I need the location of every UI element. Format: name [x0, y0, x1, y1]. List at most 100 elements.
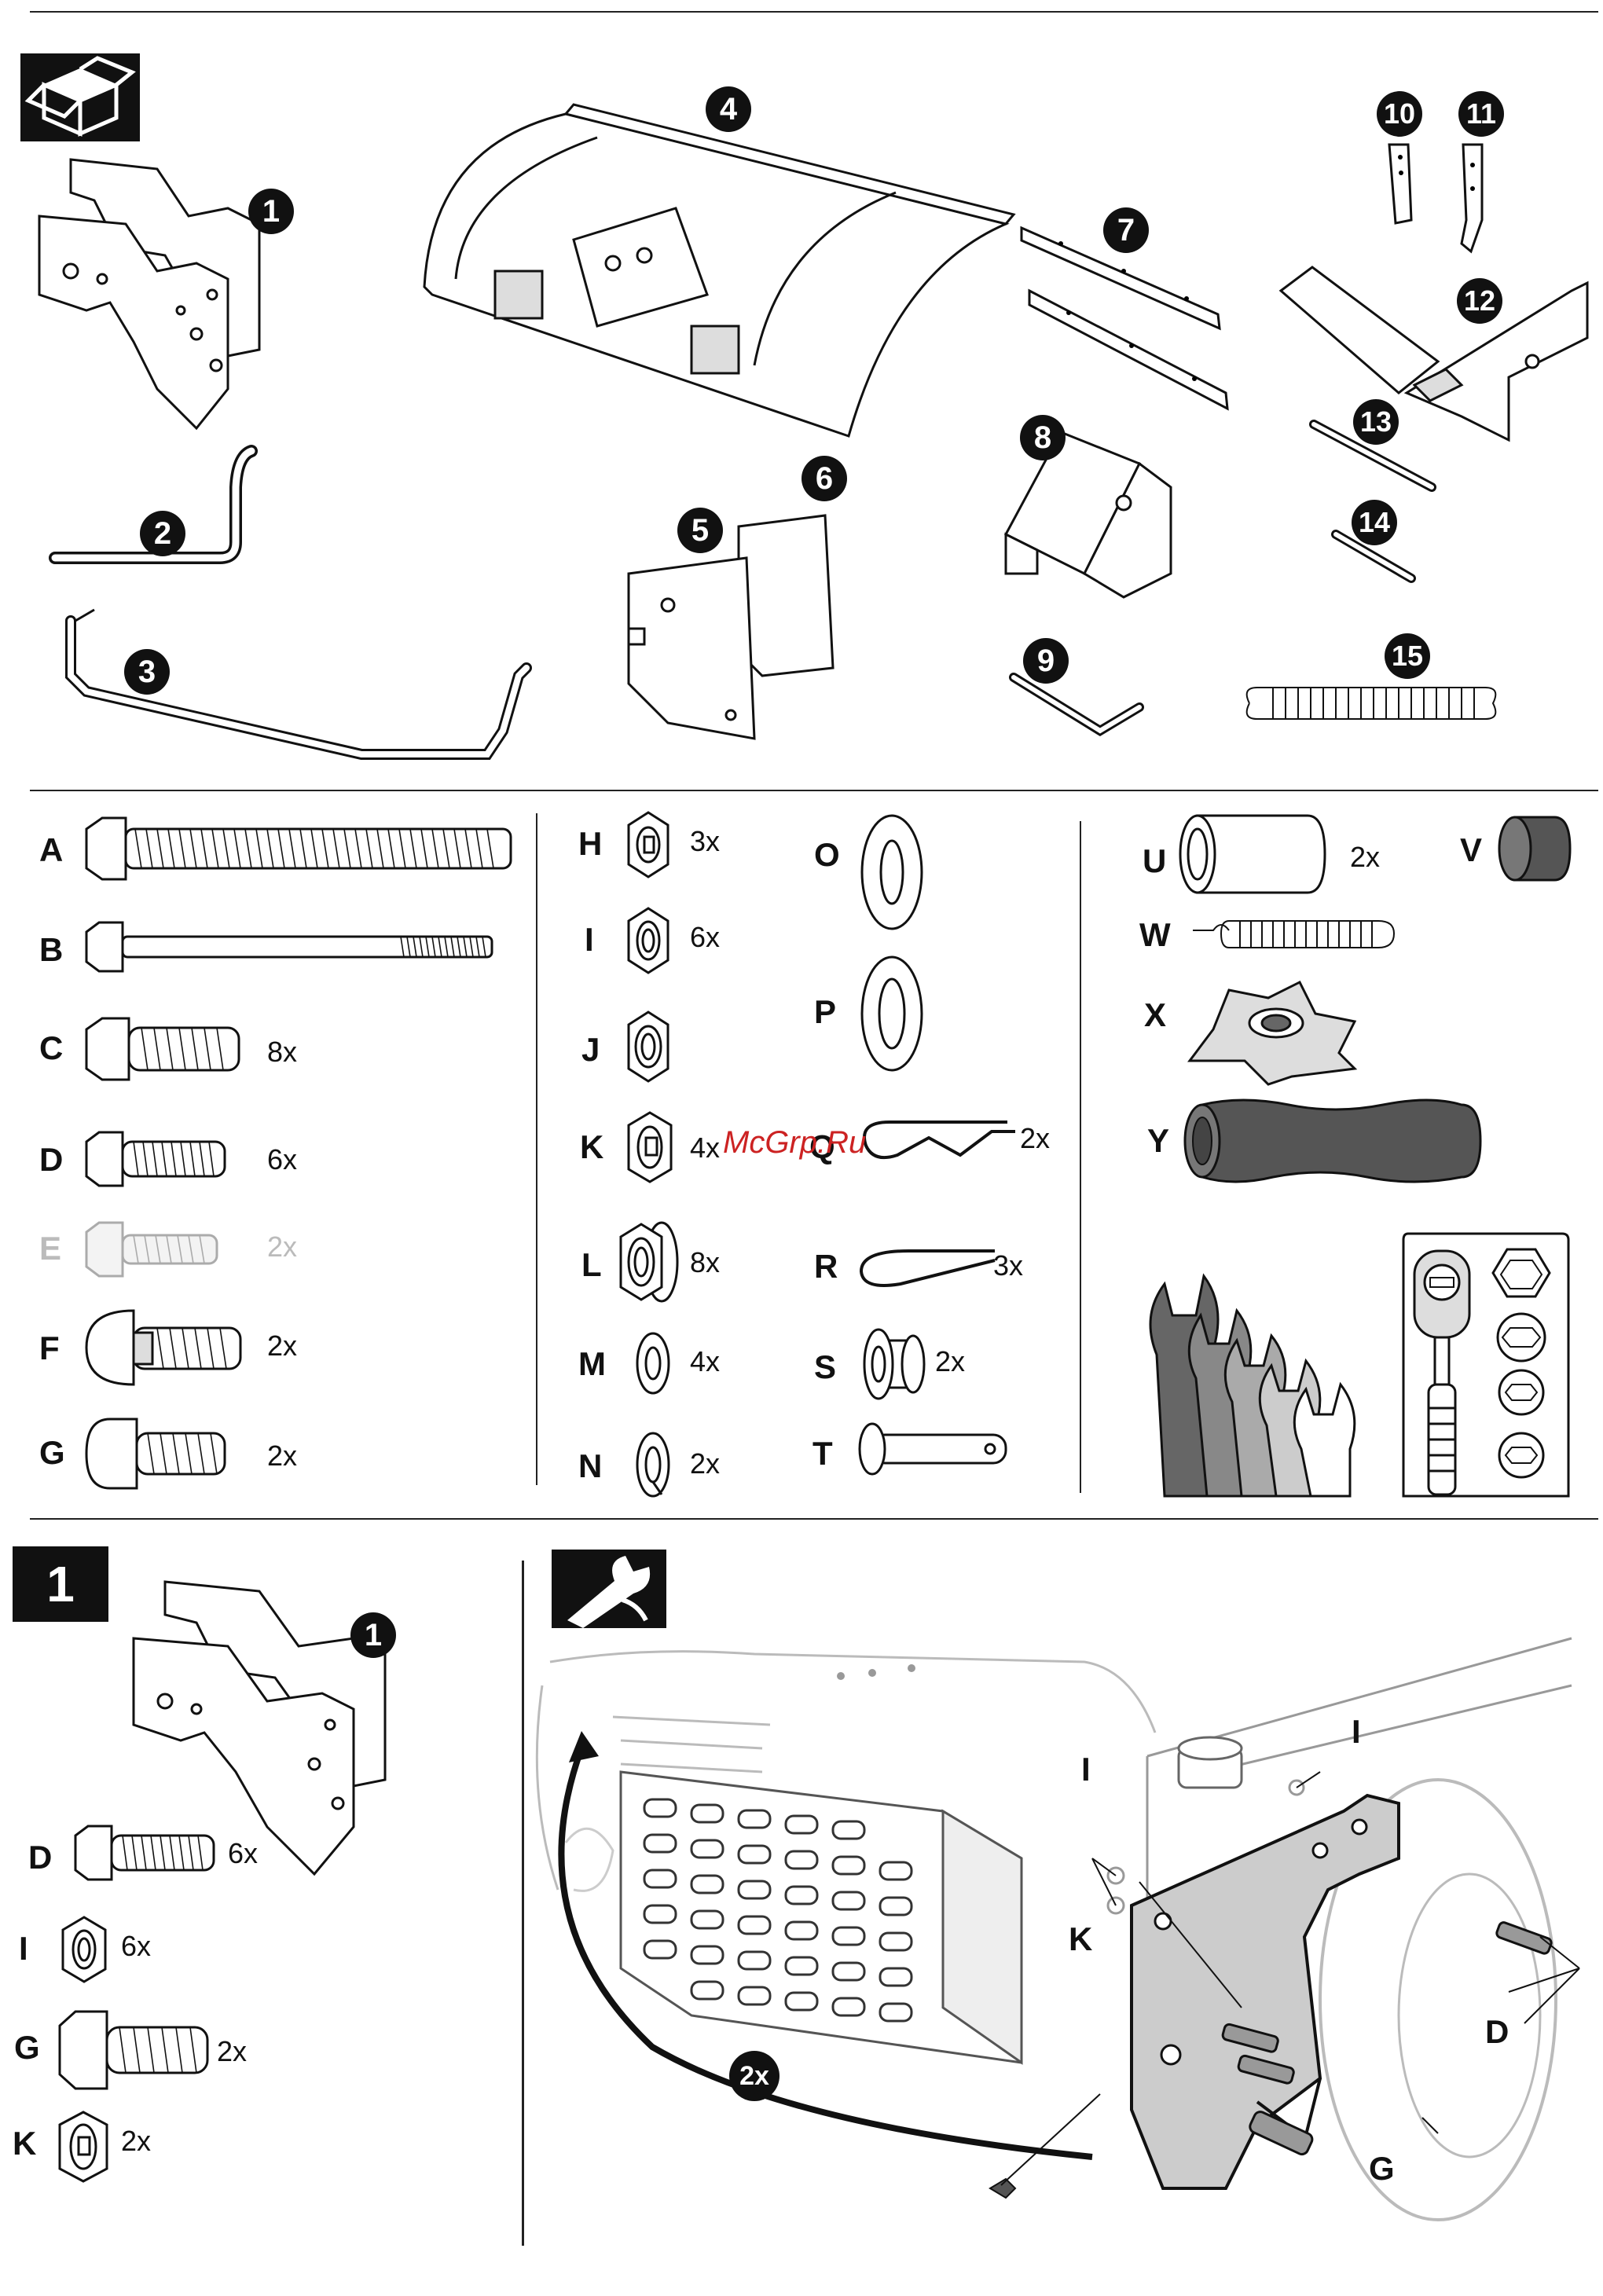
step-bolt-d-icon [68, 1821, 225, 1884]
hw-qty-g: 2x [267, 1440, 297, 1473]
step-item-letter-k: K [13, 2125, 36, 2162]
hw-letter-o: O [814, 836, 840, 874]
hair-pin-r-icon [853, 1240, 1011, 1295]
part-badge-5: 5 [677, 508, 723, 553]
part-15-spring [1242, 680, 1501, 727]
part-badge-6: 6 [802, 456, 847, 501]
hw-letter-m: M [578, 1345, 606, 1383]
bolt-d-icon [79, 1128, 236, 1190]
socket-wrench-set-icon [1399, 1227, 1572, 1496]
part-badge-12: 12 [1457, 278, 1502, 324]
part-badge-7: 7 [1103, 207, 1149, 253]
hw-letter-f: F [39, 1330, 60, 1367]
part-badge-15: 15 [1385, 633, 1430, 679]
step-item-qty-k: 2x [121, 2125, 151, 2158]
hw-qty-q: 2x [1020, 1122, 1050, 1155]
grip-y-icon [1179, 1094, 1485, 1188]
bolt-f-carriage-icon [79, 1304, 251, 1391]
washer-m-icon [633, 1328, 673, 1399]
step-bolt-g-icon [52, 2007, 217, 2093]
hw-letter-h: H [578, 825, 602, 863]
part-3-lift-rod [47, 605, 550, 770]
callout-i-mid: I [1081, 1751, 1091, 1788]
part-badge-10: 10 [1377, 91, 1422, 137]
step-item-qty-g: 2x [217, 2035, 247, 2068]
wrench-icon [552, 1550, 666, 1628]
bolt-b-icon [79, 919, 503, 974]
washer-n-split-icon [633, 1427, 673, 1502]
nut-j-icon [621, 1009, 676, 1084]
divider-step-columns [522, 1561, 524, 2246]
part-badge-8: 8 [1020, 415, 1066, 460]
open-end-wrenches-icon [1141, 1268, 1377, 1496]
part-9-pin [1006, 668, 1163, 746]
spacer-u-icon [1174, 811, 1331, 897]
divider-col-1 [536, 813, 537, 1485]
part-1-bracket-plates [24, 153, 393, 452]
bolt-g-icon [79, 1414, 236, 1493]
part-4-plow-blade [409, 98, 1014, 444]
step-item-qty-i: 6x [121, 1930, 151, 1963]
hw-qty-r: 3x [993, 1249, 1023, 1282]
hw-letter-d: D [39, 1141, 63, 1179]
hw-letter-x: X [1144, 996, 1166, 1034]
step-item-letter-i: I [19, 1930, 28, 1968]
hw-letter-w: W [1139, 916, 1171, 954]
top-rule [30, 11, 1598, 13]
hw-letter-s: S [814, 1348, 836, 1386]
step-item-letter-g: G [14, 2029, 40, 2067]
nut-l-flange-icon [610, 1218, 685, 1304]
step-part-badge-1: 1 [350, 1612, 396, 1658]
spring-w-icon [1190, 915, 1402, 954]
hw-qty-c: 8x [267, 1036, 297, 1069]
hw-qty-s: 2x [935, 1345, 965, 1378]
hw-letter-g: G [39, 1434, 65, 1472]
hw-qty-e: 2x [267, 1231, 297, 1264]
hw-qty-k: 4x [690, 1131, 720, 1165]
part-badge-14: 14 [1352, 500, 1397, 545]
hw-qty-d: 6x [267, 1143, 297, 1176]
bolt-a-icon [79, 813, 519, 884]
installation-illustration [534, 1638, 1587, 2259]
clevis-pin-t-icon [849, 1418, 1022, 1480]
part-badge-11: 11 [1458, 91, 1504, 137]
hw-qty-f: 2x [267, 1330, 297, 1363]
hw-letter-i: I [585, 921, 594, 959]
washer-o-icon [857, 809, 927, 935]
step-item-qty-d: 6x [228, 1837, 258, 1870]
hw-letter-n: N [578, 1447, 602, 1485]
part-badge-1: 1 [248, 189, 294, 234]
hw-qty-h: 3x [690, 825, 720, 858]
cap-v-icon [1491, 809, 1578, 888]
hw-letter-e: E [39, 1230, 61, 1267]
step-item-letter-d: D [28, 1839, 52, 1876]
part-badge-9: 9 [1023, 638, 1069, 684]
nut-i-icon [621, 905, 676, 976]
hw-letter-b: B [39, 931, 63, 969]
hw-letter-a: A [39, 831, 63, 869]
hw-qty-i: 6x [690, 921, 720, 954]
hw-letter-t: T [813, 1435, 833, 1473]
bolt-e-icon [79, 1218, 236, 1281]
hw-letter-j: J [581, 1031, 600, 1069]
hw-letter-v: V [1460, 831, 1482, 869]
step-nut-i-icon [55, 1914, 113, 1985]
part-badge-13: 13 [1353, 399, 1399, 445]
hw-qty-l: 8x [690, 1246, 720, 1279]
knob-x-icon [1182, 974, 1363, 1084]
bolt-c-icon [79, 1014, 251, 1084]
part-badge-2: 2 [140, 511, 185, 556]
callout-arrow-qty: 2x [729, 2051, 779, 2101]
hw-qty-m: 4x [690, 1345, 720, 1378]
hw-qty-u: 2x [1350, 841, 1380, 874]
hw-letter-c: C [39, 1029, 63, 1067]
part-badge-3: 3 [124, 649, 170, 695]
nut-k-icon [621, 1109, 679, 1185]
hw-letter-y: Y [1147, 1122, 1169, 1160]
hw-letter-u: U [1143, 842, 1166, 880]
watermark: McGrp.Ru [723, 1125, 866, 1161]
divider-col-2 [1080, 821, 1081, 1493]
nut-h-icon [621, 809, 676, 880]
hw-qty-n: 2x [690, 1447, 720, 1480]
callout-i-top: I [1352, 1713, 1361, 1751]
